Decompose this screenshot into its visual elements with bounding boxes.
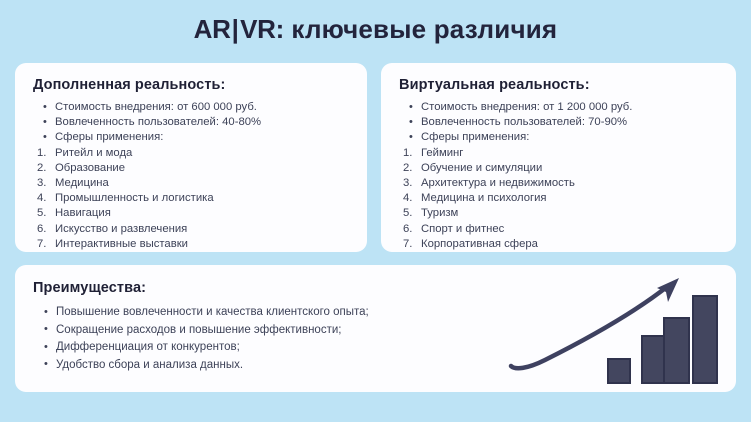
list-item-number: 4. bbox=[403, 192, 413, 205]
card-ar-content: Дополненная реальность: Стоимость внедре… bbox=[15, 63, 367, 252]
list-item-number: 6. bbox=[37, 222, 47, 235]
list-item-label: Корпоративная сфера bbox=[421, 237, 538, 250]
growth-chart-bars bbox=[607, 295, 718, 384]
list-item: Повышение вовлеченности и качества клиен… bbox=[33, 304, 718, 322]
list-item: 4. Промышленность и логистика bbox=[33, 191, 349, 206]
list-item-number: 1. bbox=[403, 146, 413, 159]
list-item: 2. Образование bbox=[33, 161, 349, 176]
title-separator-bar: | bbox=[231, 14, 240, 44]
chart-bar bbox=[663, 317, 690, 384]
growth-arrow-head bbox=[657, 278, 679, 302]
card-benefits-bullet-list: Повышение вовлеченности и качества клиен… bbox=[33, 304, 718, 374]
list-item-label: Образование bbox=[55, 161, 126, 174]
list-item: Сферы применения: bbox=[399, 130, 718, 145]
list-item: Стоимость внедрения: от 1 200 000 руб. bbox=[399, 99, 718, 115]
list-item-label: Промышленность и логистика bbox=[55, 192, 214, 205]
list-item: 6. Искусство и развлечения bbox=[33, 222, 349, 237]
card-ar-numbered-list: 1. Ритейл и мода 2. Образование 3. Медицина… bbox=[33, 146, 349, 252]
list-item-label: Медицина bbox=[55, 177, 109, 190]
page-title: AR|VR: ключевые различия bbox=[0, 14, 751, 45]
title-accent-vr: VR: bbox=[240, 14, 284, 44]
list-item-number: 2. bbox=[37, 161, 47, 174]
list-item-label: Искусство и развлечения bbox=[55, 222, 188, 235]
list-item: 3. Медицина bbox=[33, 176, 349, 191]
list-item: 4. Медицина и психология bbox=[399, 191, 718, 206]
list-item: Дифференциация от конкурентов; bbox=[33, 339, 718, 357]
growth-chart-icon bbox=[508, 278, 718, 384]
card-vr-numbered-list: 1. Гейминг 2. Обучение и симуляции 3. Архит… bbox=[399, 146, 718, 252]
list-item: 5. Туризм bbox=[399, 206, 718, 221]
list-item-number: 5. bbox=[37, 207, 47, 220]
list-item-label: Гейминг bbox=[421, 146, 464, 159]
list-item: Удобство сбора и анализа данных. bbox=[33, 356, 718, 375]
list-item-number: 1. bbox=[37, 146, 47, 159]
list-item: Вовлеченность пользователей: 70-90% bbox=[399, 115, 718, 130]
title-rest: ключевые различия bbox=[284, 14, 558, 44]
list-item: 7. Корпоративная сфера bbox=[399, 237, 718, 252]
list-item: Сферы применения: bbox=[33, 130, 349, 145]
list-item-label: Ритейл и мода bbox=[55, 146, 133, 159]
list-item-label: Туризм bbox=[421, 207, 459, 220]
list-item: 1. Гейминг bbox=[399, 146, 718, 161]
list-item-number: 5. bbox=[403, 207, 413, 220]
card-ar-bullet-list: Стоимость внедрения: от 600 000 руб. Вов… bbox=[33, 99, 349, 146]
card-benefits-content: Преимущества: Повышение вовлеченности и … bbox=[15, 265, 736, 374]
growth-arrow-curve bbox=[508, 283, 671, 371]
list-item-number: 4. bbox=[37, 192, 47, 205]
list-item: 1. Ритейл и мода bbox=[33, 146, 349, 161]
list-item: Вовлеченность пользователей: 40-80% bbox=[33, 115, 349, 130]
card-benefits: Преимущества: Повышение вовлеченности и … bbox=[15, 265, 736, 392]
card-vr-content: Виртуальная реальность: Стоимость внедре… bbox=[381, 63, 736, 252]
list-item-number: 3. bbox=[403, 177, 413, 190]
list-item: 6. Спорт и фитнес bbox=[399, 222, 718, 237]
list-item-number: 7. bbox=[403, 237, 413, 250]
chart-bar bbox=[641, 335, 665, 384]
list-item: 7. Интерактивные выставки bbox=[33, 237, 349, 252]
list-item: Стоимость внедрения: от 600 000 руб. bbox=[33, 99, 349, 115]
list-item-label: Спорт и фитнес bbox=[421, 222, 505, 235]
list-item: 3. Архитектура и недвижимость bbox=[399, 176, 718, 191]
list-item-label: Обучение и симуляции bbox=[421, 161, 543, 174]
list-item-number: 3. bbox=[37, 177, 47, 190]
list-item-number: 7. bbox=[37, 237, 47, 250]
list-item-label: Медицина и психология bbox=[421, 192, 547, 205]
list-item-label: Интерактивные выставки bbox=[55, 237, 188, 250]
list-item-number: 6. bbox=[403, 222, 413, 235]
card-vr-bullet-list: Стоимость внедрения: от 1 200 000 руб. В… bbox=[399, 99, 718, 146]
chart-bar bbox=[692, 295, 718, 384]
list-item-label: Архитектура и недвижимость bbox=[421, 177, 575, 190]
card-virtual-reality: Виртуальная реальность: Стоимость внедре… bbox=[381, 63, 736, 252]
card-benefits-heading: Преимущества: bbox=[33, 280, 147, 296]
list-item: 2. Обучение и симуляции bbox=[399, 161, 718, 176]
list-item: 5. Навигация bbox=[33, 206, 349, 221]
card-augmented-reality: Дополненная реальность: Стоимость внедре… bbox=[15, 63, 367, 252]
list-item: Сокращение расходов и повышение эффектив… bbox=[33, 321, 718, 340]
chart-bar bbox=[607, 358, 631, 384]
list-item-number: 2. bbox=[403, 161, 413, 174]
list-item-label: Навигация bbox=[55, 207, 111, 220]
title-accent-ar: AR bbox=[193, 14, 231, 44]
card-ar-heading: Дополненная реальность: bbox=[33, 77, 226, 93]
card-vr-heading: Виртуальная реальность: bbox=[399, 77, 590, 93]
